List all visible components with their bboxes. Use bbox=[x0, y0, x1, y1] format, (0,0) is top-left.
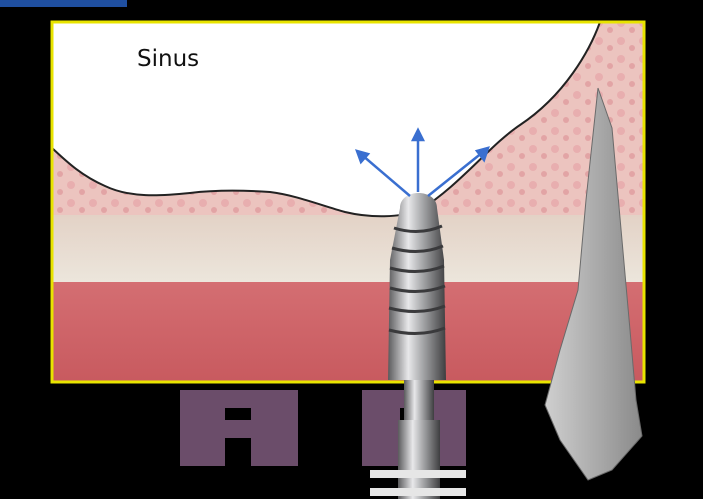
cross-section bbox=[52, 22, 644, 382]
healing-cap-icon bbox=[180, 390, 298, 466]
bone-cream-layer bbox=[52, 215, 644, 283]
sinus-label: Sinus bbox=[137, 46, 199, 72]
